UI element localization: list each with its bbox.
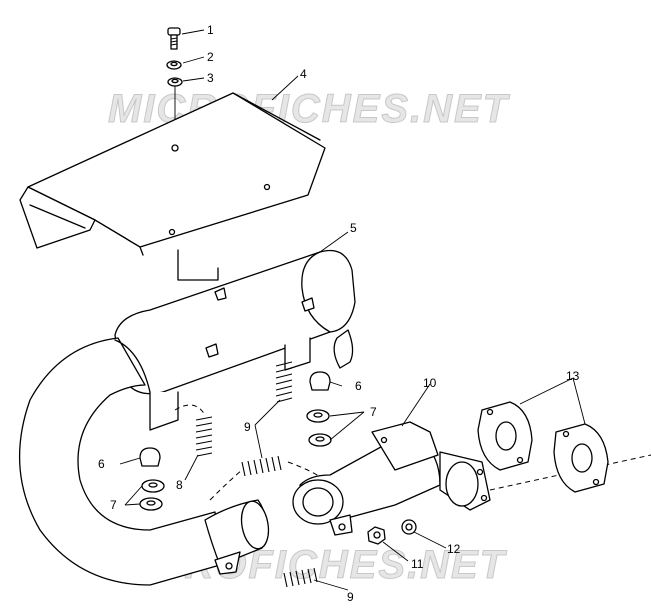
- leader-lines: [119, 29, 586, 591]
- part-gasket-lower: [553, 423, 609, 493]
- part-washers-left: [139, 479, 165, 511]
- callout-9-middle: 9: [244, 420, 251, 434]
- callout-5: 5: [350, 221, 357, 235]
- part-grommet-left: [139, 447, 161, 467]
- part-head-pipe: [18, 337, 270, 586]
- part-bolt: [167, 27, 181, 50]
- part-heat-shield: [19, 92, 326, 256]
- callout-6-left: 6: [98, 457, 105, 471]
- part-gasket-upper: [477, 401, 533, 471]
- part-flat-washer: [167, 77, 183, 87]
- part-washer-small: [401, 519, 417, 535]
- part-spring-vertical: [174, 404, 213, 457]
- callout-13: 13: [566, 369, 580, 383]
- callout-7-right: 7: [370, 405, 377, 419]
- callout-8: 8: [176, 478, 183, 492]
- callout-3: 3: [207, 71, 214, 85]
- part-tailpipe: [292, 421, 491, 536]
- callout-7-left: 7: [110, 498, 117, 512]
- callout-11: 11: [411, 557, 424, 571]
- part-spring-upper: [275, 361, 293, 403]
- part-lock-washer: [166, 60, 182, 70]
- part-spring-bottom: [283, 567, 318, 588]
- part-washers-right: [306, 409, 332, 447]
- callout-4: 4: [300, 67, 307, 81]
- callout-6-right: 6: [355, 379, 362, 393]
- part-spring-middle: [209, 455, 323, 501]
- callout-12: 12: [447, 542, 461, 556]
- callout-10: 10: [423, 376, 437, 390]
- callout-2: 2: [207, 50, 214, 64]
- part-grommet-right: [309, 371, 331, 391]
- part-muffler: [114, 249, 356, 431]
- callout-9-bottom: 9: [347, 590, 354, 604]
- part-nut: [367, 526, 386, 545]
- callout-1: 1: [207, 23, 214, 37]
